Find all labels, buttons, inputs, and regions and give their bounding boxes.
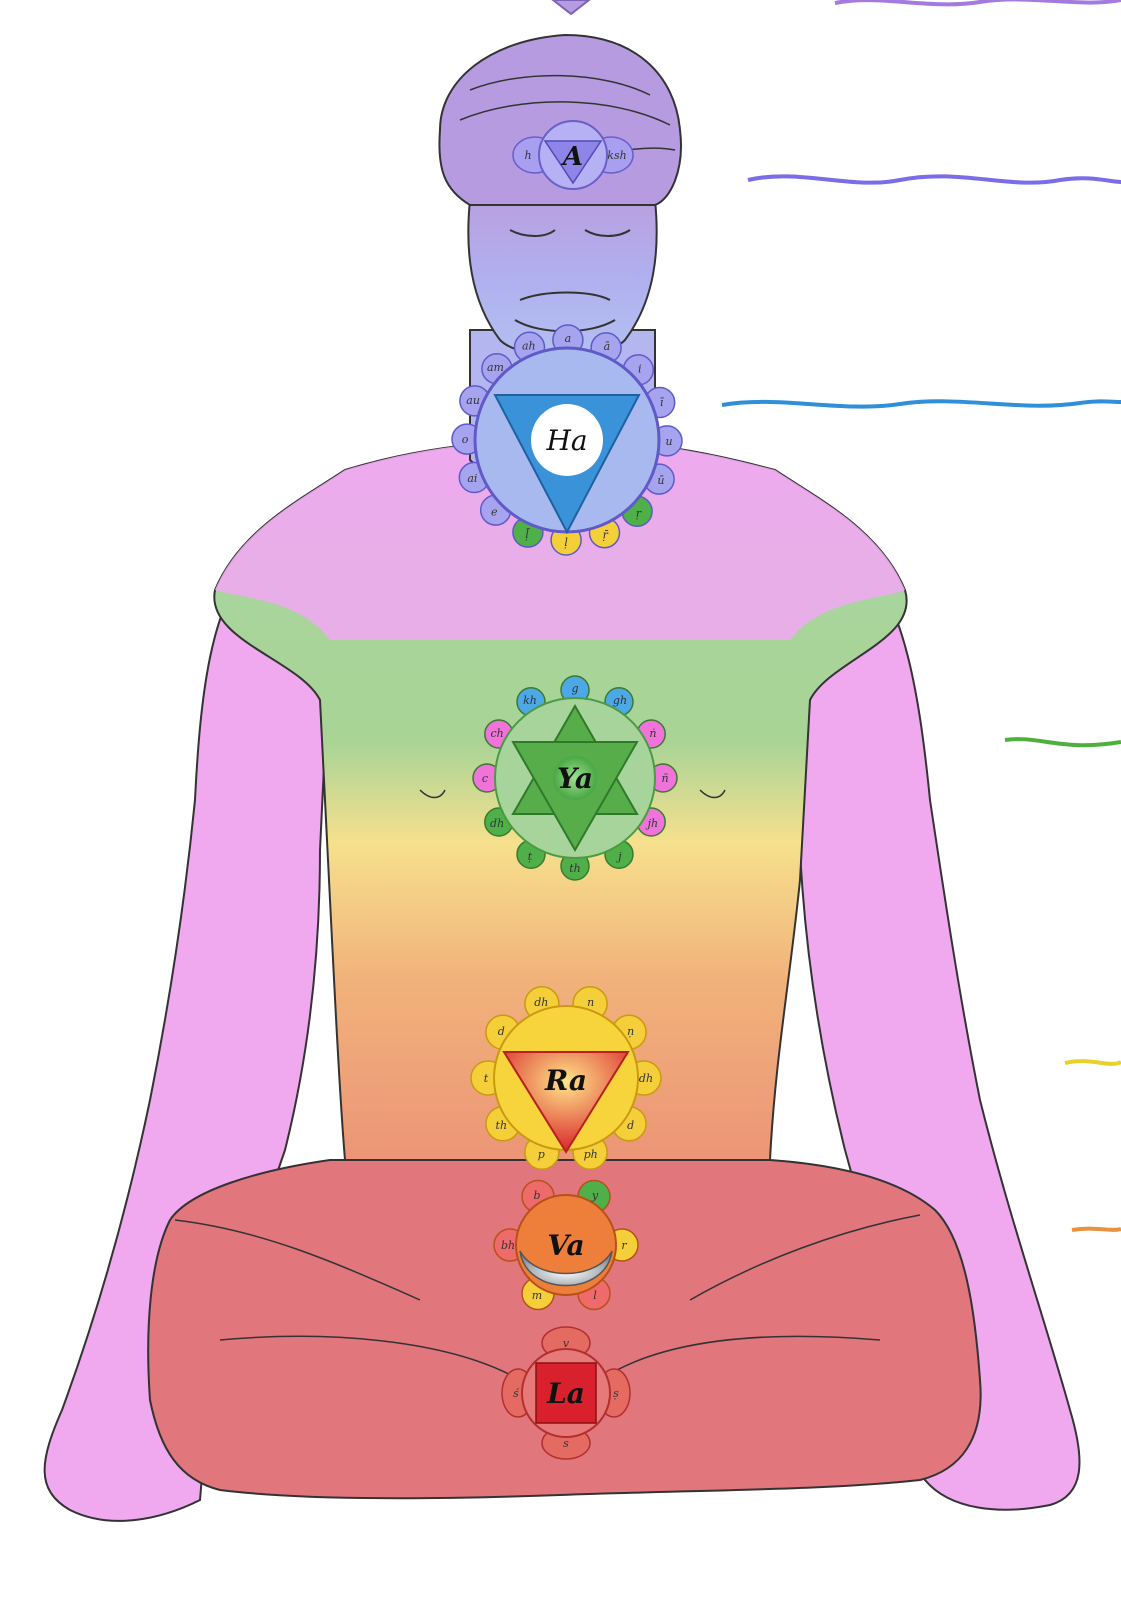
solar-petal-label: dh xyxy=(534,996,548,1009)
root-petal-label-top: v xyxy=(563,1337,570,1350)
solar-petal-label: t xyxy=(484,1072,489,1085)
head xyxy=(439,35,681,357)
throat-petal-label: ai xyxy=(467,472,477,485)
ajna-petal-h: h xyxy=(524,149,531,162)
root-petal-label-right: ṣ xyxy=(613,1387,619,1400)
throat-petal-label: ṛ xyxy=(636,507,642,520)
heart-seed-label: Ya xyxy=(557,762,593,795)
heart-petal-label: jh xyxy=(645,817,659,830)
solar-petal-label: th xyxy=(496,1119,508,1132)
solar-petal-label: ph xyxy=(584,1148,598,1161)
sacral-petal-label: bh xyxy=(501,1239,515,1252)
heart-petal-label: c xyxy=(482,772,488,785)
sacral-seed-label: Va xyxy=(547,1229,584,1262)
throat-petal-label: ṝ xyxy=(603,529,609,542)
heart-petal-label: g xyxy=(571,682,578,695)
throat-seed-label: Ha xyxy=(545,424,587,457)
heart-petal-label: ch xyxy=(490,727,503,740)
throat-petal-label: ū xyxy=(657,474,664,487)
heart-petal-label: th xyxy=(569,862,581,875)
heart-petal-label: ṭ xyxy=(528,850,533,863)
ajna-petal-ksh: ksh xyxy=(607,149,626,162)
solar-petal-label: p xyxy=(538,1148,545,1161)
ajna-seed-label: A xyxy=(560,142,583,172)
sacral-petal-label: y xyxy=(591,1189,599,1202)
throat-petal-label: u xyxy=(665,435,672,448)
heart-petal-label: dh xyxy=(490,817,504,830)
root-petal-label-bottom: s xyxy=(563,1437,569,1450)
solar-petal-label: dh xyxy=(639,1072,653,1085)
throat-petal-label: ah xyxy=(522,339,536,352)
heart-petal-label: gh xyxy=(613,694,627,707)
sacral-petal-label: m xyxy=(532,1289,542,1302)
throat-petal-label: ḷ xyxy=(564,536,568,549)
root-seed-label: La xyxy=(546,1377,585,1410)
sacral-petal-label: r xyxy=(621,1239,627,1252)
solar-seed-label: Ra xyxy=(544,1064,587,1097)
solar-petal-label: n xyxy=(587,996,594,1009)
throat-petal-label: ī xyxy=(660,396,664,409)
sacral-petal-label: l xyxy=(593,1289,597,1302)
heart-petal-label: ṅ xyxy=(649,727,656,740)
solar-petal-label: d xyxy=(498,1025,505,1038)
throat-petal-label: e xyxy=(491,506,498,519)
throat-petal-label: ā xyxy=(604,340,611,353)
throat-petal-label: a xyxy=(565,332,572,345)
solar-petal-label: ṇ xyxy=(627,1025,634,1038)
throat-petal-label: i xyxy=(638,363,642,376)
solar-petal-label: d xyxy=(627,1119,634,1132)
throat-petal-label: au xyxy=(466,394,480,407)
crown-tip xyxy=(553,0,589,14)
throat-petal-label: o xyxy=(462,433,469,446)
sacral-petal-label: b xyxy=(533,1189,540,1202)
throat-petal-label: am xyxy=(487,361,504,374)
heart-petal-label: kh xyxy=(523,694,537,707)
heart-petal-label: ñ xyxy=(661,772,668,785)
